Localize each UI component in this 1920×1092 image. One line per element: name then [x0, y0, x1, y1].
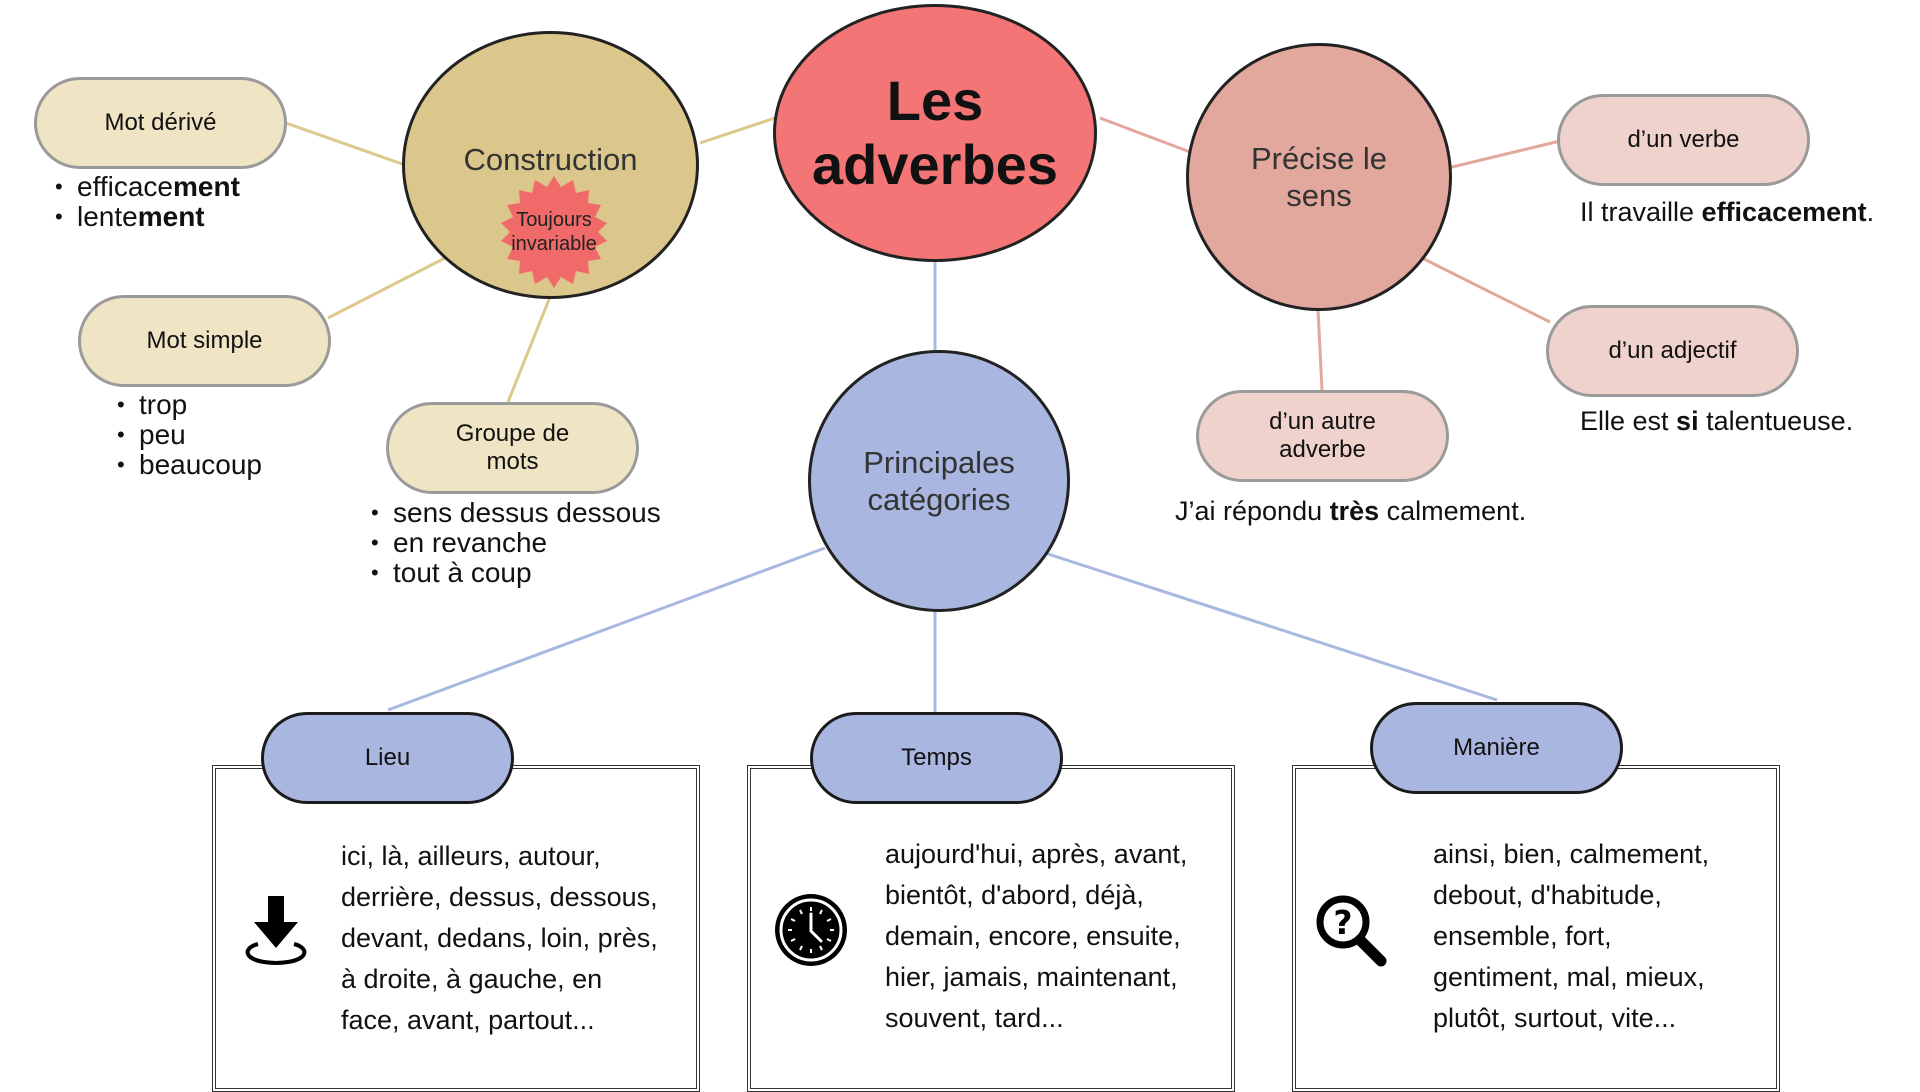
list-item: tout à coup [371, 558, 661, 589]
connector-sens-verbe [1447, 139, 1561, 170]
maniere-label: Manière [1453, 734, 1540, 761]
clock-icon-ring [779, 898, 843, 962]
lieu-words: ici, là, ailleurs, autour, derrière, des… [341, 841, 658, 1035]
groupe-de-mots-list: sens dessus dessous en revanche tout à c… [371, 498, 661, 589]
list-item: beaucoup [117, 450, 262, 481]
connector-categories-maniere [1044, 551, 1498, 702]
connector-center-construction [699, 116, 776, 145]
connector-categories-lieu [387, 546, 826, 712]
badge-line2: invariable [511, 233, 597, 255]
magnifier-lens [1316, 895, 1370, 949]
invariable-badge-text: Toujours invariable [494, 172, 614, 292]
magnifier-handle [1354, 934, 1387, 967]
connector-construction-groupe [506, 296, 552, 403]
temps-pill[interactable]: Temps [810, 712, 1063, 804]
download-icon [245, 896, 307, 966]
invariable-badge [501, 176, 607, 288]
badge-line1: Toujours [516, 209, 592, 231]
categories-label-line2: catégories [867, 482, 1011, 517]
mot-derive-label: Mot dérivé [104, 109, 217, 136]
construction-label: Construction [463, 142, 638, 177]
categories-label-line1: Principales [863, 445, 1015, 480]
list-item: peu [117, 420, 262, 451]
verbe-pill[interactable]: d’un verbe [1557, 94, 1810, 186]
center-title-line1: Les [886, 69, 984, 132]
list-item: efficacement [55, 172, 240, 203]
list-item: en revanche [371, 528, 661, 559]
clock-icon [775, 894, 847, 966]
list-item: lentement [55, 202, 240, 233]
adjectif-example: Elle est si talentueuse. [1580, 406, 1854, 436]
sens-label-line2: sens [1286, 178, 1352, 213]
categories-node[interactable]: Principales catégories [808, 350, 1070, 612]
adverbe-label-line1: d’un autre [1269, 408, 1376, 435]
list-item: sens dessus dessous [371, 498, 661, 529]
adverbe-pill[interactable]: d’un autre adverbe [1196, 390, 1449, 482]
lieu-label: Lieu [364, 744, 411, 771]
temps-label: Temps [901, 744, 972, 771]
download-icon-ring [245, 942, 307, 966]
mot-simple-label: Mot simple [146, 327, 263, 354]
badge-star-shape [501, 176, 607, 288]
adverbe-example: J’ai répondu très calmement. [1175, 496, 1527, 526]
center-node[interactable]: Les adverbes [773, 4, 1097, 262]
sens-label-line1: Précise le [1250, 141, 1388, 176]
groupe-label-line2: mots [486, 448, 539, 475]
adverbe-label-line2: adverbe [1279, 436, 1366, 463]
clock-icon-hands [809, 912, 823, 943]
adjectif-pill[interactable]: d’un adjectif [1546, 305, 1799, 397]
maniere-pill[interactable]: Manière [1370, 702, 1623, 794]
lieu-pill[interactable]: Lieu [261, 712, 514, 804]
groupe-label-line1: Groupe de [455, 420, 570, 447]
verbe-label: d’un verbe [1627, 126, 1740, 153]
adjectif-label: d’un adjectif [1608, 337, 1737, 364]
sens-node[interactable]: Précise le sens [1186, 43, 1452, 311]
temps-words: aujourd'hui, après, avant, bientôt, d'ab… [885, 839, 1188, 1033]
connector-sens-adjectif [1421, 256, 1551, 324]
mot-derive-pill[interactable]: Mot dérivé [34, 77, 287, 169]
connector-sens-adverbe [1316, 309, 1324, 391]
connector-center-sens [1099, 116, 1191, 154]
question-mark-glyph: ? [1333, 903, 1352, 942]
question-magnifier-icon: ? [1316, 895, 1387, 967]
download-icon-arrow [254, 896, 298, 948]
connector-construction-mot-derive [282, 120, 406, 167]
connector-construction-mot-simple [327, 256, 446, 320]
mot-derive-list: efficacement lentement [55, 172, 240, 233]
mot-simple-pill[interactable]: Mot simple [78, 295, 331, 387]
maniere-words: ainsi, bien, calmement, debout, d'habitu… [1433, 839, 1710, 1033]
verbe-example: Il travaille efficacement. [1580, 197, 1875, 227]
mot-simple-list: trop peu beaucoup [117, 390, 262, 481]
list-item: trop [117, 390, 262, 421]
center-title-line2: adverbes [812, 133, 1058, 196]
groupe-de-mots-pill[interactable]: Groupe de mots [386, 402, 639, 494]
